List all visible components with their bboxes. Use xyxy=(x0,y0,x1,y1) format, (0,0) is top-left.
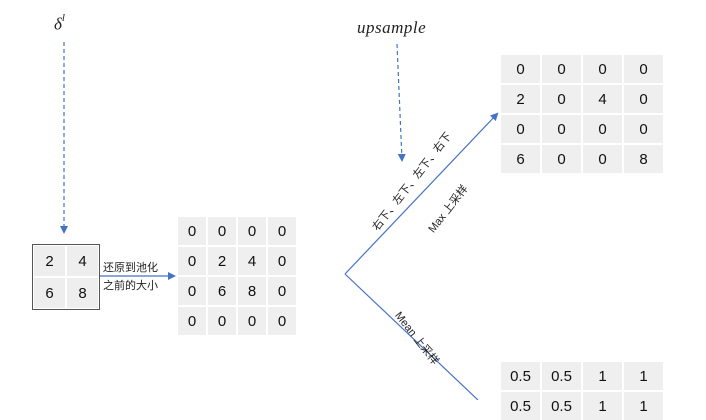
matrix-cell: 0 xyxy=(208,217,236,245)
matrix-cell: 1 xyxy=(624,392,663,420)
connector-layer xyxy=(60,42,499,400)
matrix-cell: 0 xyxy=(238,217,266,245)
matrix-cell: 4 xyxy=(583,85,622,113)
matrix-cell: 2 xyxy=(501,85,540,113)
matrix-cell: 2 xyxy=(208,247,236,275)
matrix-cell: 0 xyxy=(542,145,581,173)
matrix-cell: 1 xyxy=(583,392,622,420)
matrix-cell: 8 xyxy=(67,278,98,308)
restore-size-label: 还原到池化 之前的大小 xyxy=(103,259,158,295)
matrix-cell: 4 xyxy=(67,246,98,276)
matrix-cell: 0 xyxy=(583,55,622,83)
matrix-cell: 0 xyxy=(268,307,296,335)
matrix-cell: 0 xyxy=(501,115,540,143)
max-upsample-matrix: 0 0 0 0 2 0 4 0 0 0 0 0 6 0 0 8 xyxy=(501,55,663,173)
matrix-cell: 4 xyxy=(238,247,266,275)
matrix-cell: 0 xyxy=(542,55,581,83)
matrix-cell: 0.5 xyxy=(542,362,581,390)
matrix-cell: 1 xyxy=(624,362,663,390)
matrix-cell: 0 xyxy=(583,115,622,143)
delta-label: δl xyxy=(54,12,65,35)
matrix-cell: 0 xyxy=(624,85,663,113)
matrix-cell: 0 xyxy=(178,277,206,305)
matrix-cell: 0 xyxy=(238,307,266,335)
max-upsample-arrow xyxy=(344,112,499,275)
matrix-cell: 0 xyxy=(624,115,663,143)
matrix-cell: 8 xyxy=(238,277,266,305)
restore-label-line-2: 之前的大小 xyxy=(103,280,158,292)
mean-upsample-arrow xyxy=(344,273,479,400)
matrix-cell: 8 xyxy=(624,145,663,173)
restore-label-line-1: 还原到池化 xyxy=(103,262,158,274)
matrix-cell: 0 xyxy=(268,277,296,305)
matrix-cell: 0 xyxy=(178,247,206,275)
matrix-cell: 0 xyxy=(178,307,206,335)
matrix-cell: 0 xyxy=(208,307,236,335)
matrix-cell: 2 xyxy=(34,246,65,276)
mean-upsample-matrix: 0.5 0.5 1 1 0.5 0.5 1 1 xyxy=(501,362,663,420)
matrix-cell: 0 xyxy=(268,217,296,245)
matrix-cell: 0.5 xyxy=(501,362,540,390)
delta-matrix: 2 4 6 8 xyxy=(32,244,100,310)
matrix-cell: 0 xyxy=(178,217,206,245)
delta-symbol: δ xyxy=(54,14,62,34)
matrix-cell: 6 xyxy=(501,145,540,173)
upsample-label: upsample xyxy=(357,18,427,37)
matrix-cell: 6 xyxy=(208,277,236,305)
matrix-cell: 0 xyxy=(268,247,296,275)
delta-superscript: l xyxy=(61,12,65,24)
matrix-cell: 0.5 xyxy=(501,392,540,420)
matrix-cell: 6 xyxy=(34,278,65,308)
restored-matrix: 0 0 0 0 0 2 4 0 0 6 8 0 0 0 0 0 xyxy=(178,217,296,335)
matrix-cell: 0 xyxy=(583,145,622,173)
matrix-cell: 0 xyxy=(542,115,581,143)
matrix-cell: 0.5 xyxy=(542,392,581,420)
matrix-cell: 1 xyxy=(583,362,622,390)
matrix-cell: 0 xyxy=(542,85,581,113)
matrix-cell: 0 xyxy=(501,55,540,83)
matrix-cell: 0 xyxy=(624,55,663,83)
upsample-dashed-arrow xyxy=(396,43,406,162)
